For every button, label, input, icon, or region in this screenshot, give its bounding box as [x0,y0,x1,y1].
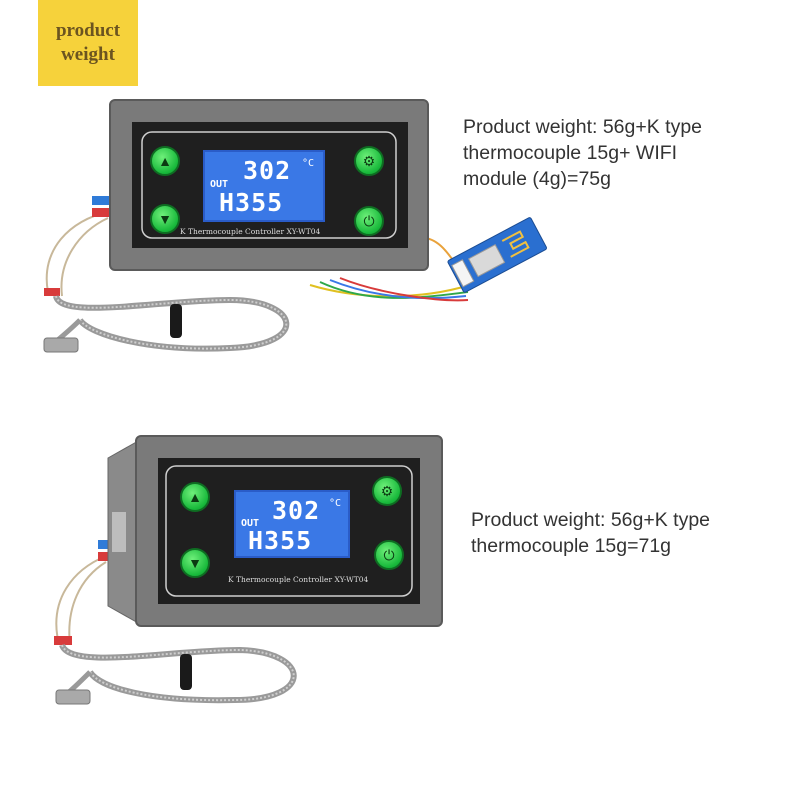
top-caption-line-2: thermocouple 15g+ WIFI [463,142,678,164]
bottom-caption-line-2: thermocouple 15g=71g [471,535,672,557]
top-weight-caption: Product weight: 56g+K type thermocouple … [463,114,702,192]
top-model-label: K Thermocouple Controller XY-WT04 [180,227,321,236]
top-lcd-display: OUT 302 °C H355 [203,150,325,222]
up-arrow-icon: ▲ [158,153,172,169]
bottom-set-button[interactable]: ⚙ [372,476,402,506]
bottom-hysteresis-readout: H355 [248,526,313,555]
top-set-button[interactable]: ⚙ [354,146,384,176]
top-temperature-readout: 302 [243,156,292,185]
top-down-button[interactable]: ▼ [150,204,180,234]
bottom-caption-line-1: Product weight: 56g+K type [471,509,711,531]
top-up-button[interactable]: ▲ [150,146,180,176]
bottom-up-button[interactable]: ▲ [180,482,210,512]
up-arrow-icon: ▲ [188,489,202,505]
down-arrow-icon: ▼ [188,555,202,571]
top-hysteresis-readout: H355 [219,188,284,217]
top-thermocouple-probe [43,196,290,353]
top-caption-line-1: Product weight: 56g+K type [463,116,703,138]
power-icon: ⏻ [383,547,395,563]
top-wifi-module [309,217,547,302]
badge-line-1: product [55,20,121,41]
top-output-indicator: OUT [210,179,229,190]
bottom-weight-caption: Product weight: 56g+K type thermocouple … [471,507,710,559]
top-power-button[interactable]: ⏻ [354,206,384,236]
bottom-output-indicator: OUT [241,518,260,529]
bottom-lcd-display: OUT 302 °C H355 [234,490,350,558]
product-weight-badge: product weight [38,0,138,86]
top-celsius-unit: °C [302,158,315,169]
bottom-power-button[interactable]: ⏻ [374,540,404,570]
down-arrow-icon: ▼ [158,211,172,227]
bottom-temperature-readout: 302 [272,496,321,525]
badge-line-2: weight [61,44,115,65]
bottom-thermocouple-probe [54,540,297,705]
gear-icon: ⚙ [362,153,376,169]
power-icon: ⏻ [363,213,375,229]
bottom-down-button[interactable]: ▼ [180,548,210,578]
bottom-model-label: K Thermocouple Controller XY-WT04 [228,575,369,584]
gear-icon: ⚙ [380,483,394,499]
bottom-celsius-unit: °C [329,498,342,509]
top-caption-line-3: module (4g)=75g [463,168,611,190]
